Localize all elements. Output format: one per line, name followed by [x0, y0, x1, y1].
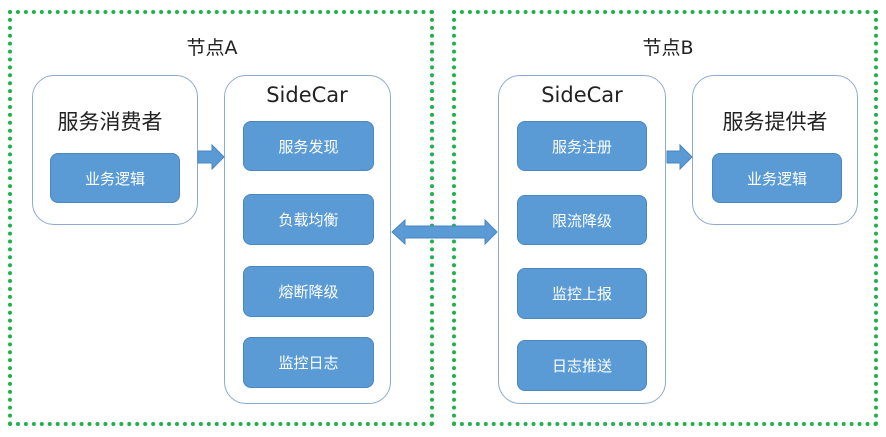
consumer-business-logic: 业务逻辑 [50, 153, 180, 203]
node-b-boundary [452, 10, 878, 426]
sidecar-a-item: 负载均衡 [243, 194, 374, 245]
node-b-label: 节点B [642, 37, 694, 59]
consumer-to-sidecar-arrow [197, 143, 225, 171]
sidecar-b-item: 监控上报 [517, 268, 647, 319]
node-a-boundary [8, 10, 434, 426]
provider-title: 服务提供者 [722, 110, 828, 134]
sidecar-b-item: 日志推送 [517, 340, 647, 391]
sidecar-a-title: SideCar [266, 83, 348, 107]
node-a-label: 节点A [186, 37, 238, 59]
sidecar-bidirectional-arrow [391, 218, 498, 246]
sidecar-b-title: SideCar [541, 83, 623, 107]
sidecar-b-item: 限流降级 [517, 195, 647, 245]
consumer-title: 服务消费者 [57, 110, 163, 134]
sidecar-a-item: 监控日志 [243, 337, 374, 388]
sidecar-a-item: 熔断降级 [243, 266, 374, 317]
sidecar-b-item: 服务注册 [517, 121, 647, 171]
provider-business-logic: 业务逻辑 [712, 153, 842, 203]
sidecar-to-provider-arrow [666, 143, 693, 171]
sidecar-a-item: 服务发现 [243, 121, 374, 171]
